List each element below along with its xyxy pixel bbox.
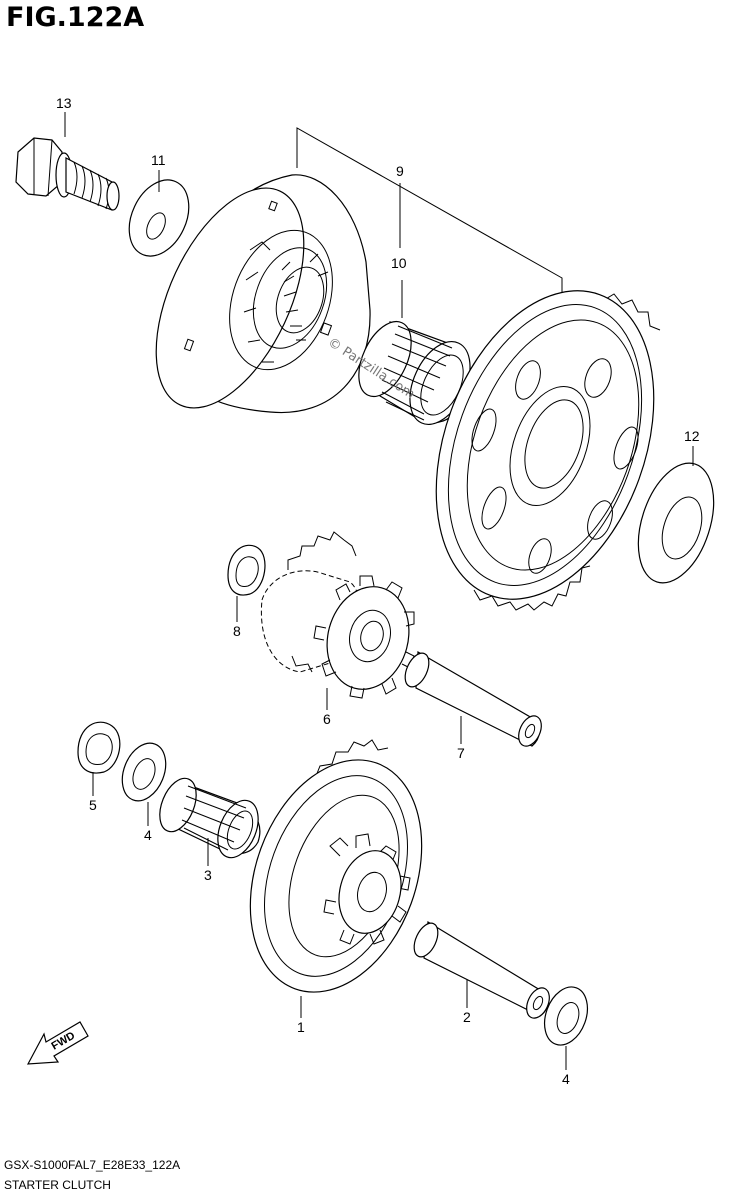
callout-labels: 13 11 9 10 12 8 6 7 5 4 3 1 2 4 (56, 95, 700, 1087)
callout-2: 2 (463, 1009, 471, 1025)
figure-title: FIG.122A (6, 2, 145, 33)
figure-name: STARTER CLUTCH (4, 1178, 111, 1192)
callout-5: 5 (89, 797, 97, 813)
part-3-needle-bearing[interactable] (153, 773, 266, 864)
part-4-washer-lower[interactable] (537, 981, 595, 1051)
callout-13: 13 (56, 95, 72, 111)
leader-lines (64, 112, 694, 1070)
starter-driven-gear[interactable] (396, 260, 693, 629)
part-2-shaft[interactable] (409, 919, 553, 1021)
part-6-idle-gear[interactable] (260, 531, 420, 699)
callout-7: 7 (457, 745, 465, 761)
fwd-arrow-icon: FWD (26, 1021, 89, 1065)
callout-8: 8 (233, 623, 241, 639)
callout-3: 3 (204, 867, 212, 883)
callout-12: 12 (684, 428, 700, 444)
callout-4-upper: 4 (144, 827, 152, 843)
part-1-starter-idle-gear[interactable] (220, 736, 452, 1016)
part-11-washer[interactable] (118, 170, 201, 265)
figure-code: GSX-S1000FAL7_E28E33_122A (4, 1158, 181, 1172)
part-13-bolt[interactable] (15, 137, 120, 211)
part-12-washer[interactable] (625, 454, 728, 593)
callout-4-lower: 4 (562, 1071, 570, 1087)
starter-clutch-housing[interactable] (126, 166, 371, 431)
part-4-washer-upper[interactable] (114, 737, 174, 808)
part-9-leader-bracket (296, 127, 563, 318)
callout-6: 6 (323, 711, 331, 727)
callout-11: 11 (151, 152, 166, 168)
callout-10: 10 (391, 255, 407, 271)
callout-1: 1 (297, 1019, 305, 1035)
part-8-circlip[interactable] (227, 544, 266, 596)
part-5-circlip[interactable] (77, 721, 121, 774)
part-10-needle-bearing[interactable] (348, 313, 482, 433)
callout-9: 9 (396, 163, 404, 179)
part-7-shaft[interactable] (400, 649, 545, 749)
